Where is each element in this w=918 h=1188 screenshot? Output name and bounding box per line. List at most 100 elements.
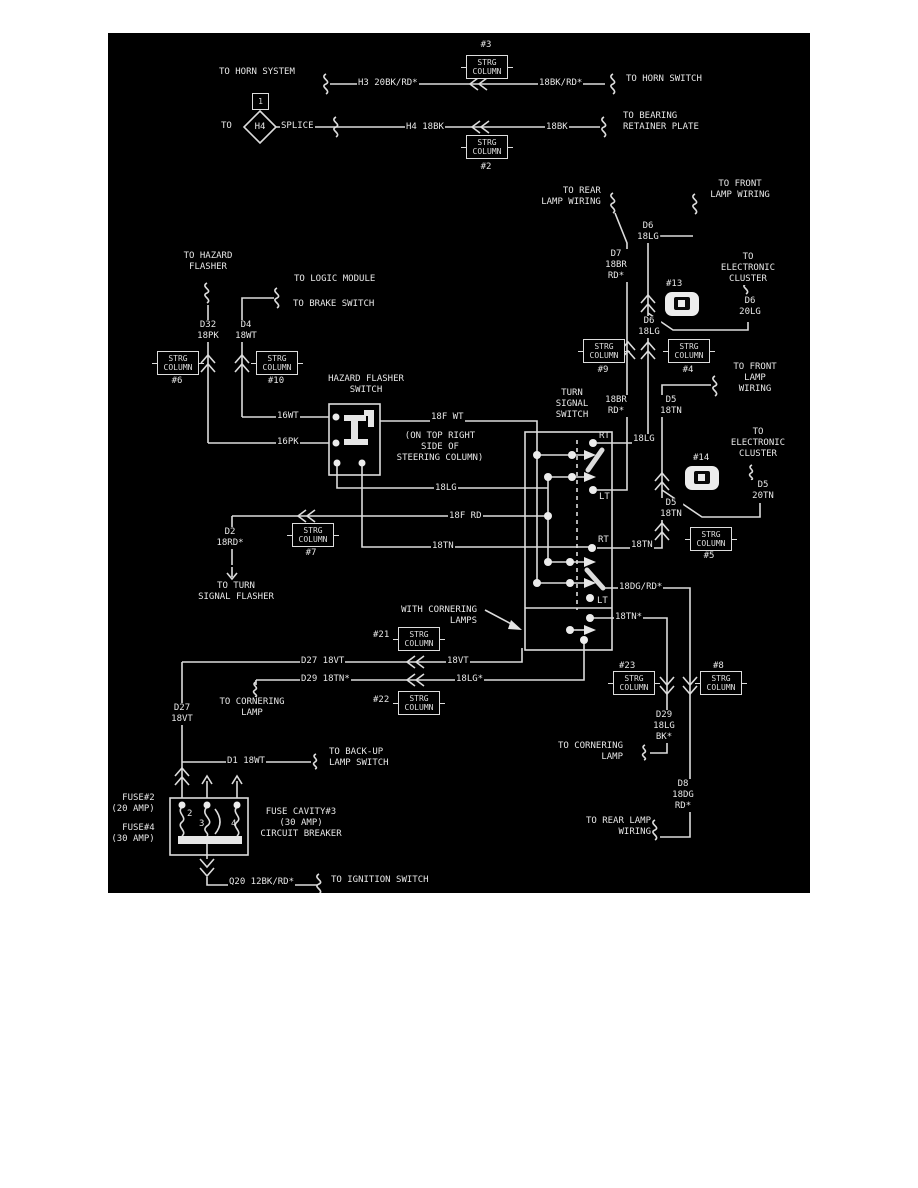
label-tag2: #2	[479, 162, 493, 173]
ts-contact-arrows	[508, 450, 596, 635]
label-fuse-num-3: 3	[199, 819, 205, 829]
d6-run	[597, 235, 693, 444]
label-18f-wt: 18F WT	[430, 412, 465, 423]
offpage-squiggle-icon	[274, 287, 280, 309]
label-rt1: RT	[599, 431, 610, 441]
label-to-horn-system: TO HORN SYSTEM	[218, 67, 296, 78]
label-tag7: #7	[304, 548, 318, 559]
strg-column-box-6: STRG COLUMN	[152, 351, 204, 375]
cluster13-branch	[647, 312, 749, 331]
strg-column-box-22: STRG COLUMN	[393, 691, 445, 715]
label-18lg-wire: 18LG	[632, 434, 656, 445]
d4-line	[241, 297, 274, 417]
chevron-down-icon	[199, 858, 215, 877]
label-tag4: #4	[681, 365, 695, 376]
label-tag14: #14	[692, 453, 711, 464]
label-with-cornering-lamps: WITH CORNERING LAMPS	[378, 605, 478, 627]
offpage-squiggle-icon	[610, 192, 616, 214]
junction-dots	[178, 413, 597, 809]
label-18tn-wire: 18TN	[630, 540, 654, 551]
label-splice-id: H4	[254, 122, 266, 132]
label-bk-rd-wire: 18BK/RD*	[538, 78, 584, 89]
label-tag22: #22	[372, 695, 391, 706]
ts-blade-2	[584, 567, 606, 591]
label-18tn: 18TN	[431, 541, 455, 552]
label-h4-wire: H4 18BK	[405, 122, 445, 133]
label-d6-18lg-b: D6 18LG	[637, 316, 661, 338]
fuse4-element	[234, 806, 240, 837]
fuse-box	[169, 797, 249, 856]
label-to-rear-lamp-b: TO REAR LAMP WIRING	[558, 816, 652, 838]
up-arrow-icon	[201, 775, 213, 799]
strg-column-box-8: STRG COLUMN	[695, 671, 747, 695]
label-to-hazard-flasher: TO HAZARD FLASHER	[182, 251, 234, 273]
label-d8-vert: D8 18DG RD*	[671, 779, 695, 812]
label-18dg-rd: 18DG/RD*	[618, 582, 664, 593]
offpage-squiggle-icon	[652, 819, 658, 841]
connector-14-icon	[685, 466, 719, 490]
splice-diamond	[242, 109, 278, 145]
label-hazard-switch-title: HAZARD FLASHER SWITCH	[327, 374, 405, 396]
label-18tn-star: 18TN*	[614, 612, 644, 623]
label-tag21: #21	[372, 630, 391, 641]
offpage-squiggle-icon	[712, 375, 718, 397]
label-tag10: #10	[266, 376, 286, 387]
label-tag9: #9	[596, 365, 610, 376]
label-18f-rd: 18F RD	[448, 511, 483, 522]
offpage-squiggle-icon	[204, 282, 210, 304]
offpage-squiggle-icon	[323, 73, 329, 95]
d5-run	[597, 384, 711, 549]
strg-column-box-2: STRG COLUMN	[461, 135, 513, 159]
label-to-bearing: TO BEARING RETAINER PLATE	[622, 111, 700, 133]
ts-switch-box	[524, 431, 613, 651]
splice-pin-box: 1	[252, 93, 269, 110]
label-rt2: RT	[598, 535, 609, 545]
label-d29-wire: D29 18TN*	[300, 674, 351, 685]
label-d6-18lg-a: D6 18LG	[636, 221, 660, 243]
label-to-electronic-cluster-b: TO ELECTRONIC CLUSTER	[729, 427, 787, 460]
label-d6-20lg: D6 20LG	[738, 296, 762, 318]
label-16pk: 16PK	[276, 437, 300, 448]
up-arrow-icon	[231, 775, 243, 799]
hazard-switch-symbol	[344, 410, 374, 445]
d29-row	[256, 640, 585, 681]
label-tag23: #23	[618, 661, 637, 672]
label-to-horn-switch: TO HORN SWITCH	[625, 74, 703, 85]
label-splice: SPLICE	[280, 121, 315, 132]
label-tag3: #3	[479, 40, 493, 51]
label-to-brake-switch: TO BRAKE SWITCH	[292, 299, 376, 310]
label-to: TO	[220, 121, 233, 132]
label-fuse-num-4: 4	[231, 819, 237, 829]
label-to-front-lamp-b: TO FRONT LAMP WIRING	[727, 362, 783, 395]
label-to-rear-lamp: TO REAR LAMP WIRING	[540, 186, 602, 208]
connector-13-icon	[665, 292, 699, 316]
label-lt2: LT	[597, 596, 608, 606]
label-fuse-num-2: 2	[187, 809, 193, 819]
label-to-front-lamp: TO FRONT LAMP WIRING	[709, 179, 771, 201]
label-d29-vert: D29 18LG BK*	[652, 710, 676, 743]
label-fuse-cavity3: FUSE CAVITY#3 (30 AMP) CIRCUIT BREAKER	[259, 807, 343, 840]
offpage-squiggle-icon	[641, 744, 647, 761]
tn18-wire	[361, 463, 592, 548]
offpage-squiggle-icon	[610, 73, 616, 95]
label-fuse4: FUSE#4 (30 AMP)	[110, 823, 156, 845]
label-to-ignition: TO IGNITION SWITCH	[330, 875, 430, 886]
label-d5-20tn: D5 20TN	[751, 480, 775, 502]
strg-column-box-10: STRG COLUMN	[251, 351, 303, 375]
label-bk-wire: 18BK	[545, 122, 569, 133]
label-to-turn-signal-flasher: TO TURN SIGNAL FLASHER	[197, 581, 275, 603]
offpage-squiggle-icon	[748, 464, 754, 481]
label-location-note: (ON TOP RIGHT SIDE OF STEERING COLUMN)	[395, 431, 485, 464]
hazard-switch-box	[328, 403, 381, 476]
strg-column-box-23: STRG COLUMN	[608, 671, 660, 695]
strg-column-box-4: STRG COLUMN	[663, 339, 715, 363]
strg-column-box-9: STRG COLUMN	[578, 339, 630, 363]
label-d5-18tn-b: D5 18TN	[659, 498, 683, 520]
label-18br-rd: 18BR RD*	[604, 395, 628, 417]
label-to-backup: TO BACK-UP LAMP SWITCH	[328, 747, 390, 769]
label-d27-wire: D27 18VT	[300, 656, 346, 667]
offpage-squiggle-icon	[333, 116, 339, 138]
label-q20-wire: Q20 12BK/RD*	[228, 877, 296, 888]
label-16wt: 16WT	[276, 411, 300, 422]
